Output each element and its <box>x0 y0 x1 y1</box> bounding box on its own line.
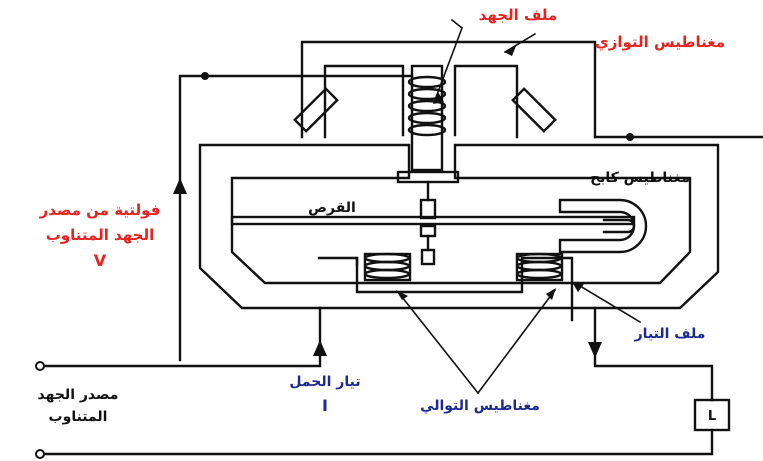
current-coil-label: ملف التيار <box>634 326 706 342</box>
arrowhead-series-left <box>396 290 408 300</box>
arrow-up-voltage <box>173 178 187 194</box>
current-symbol: I <box>322 396 328 415</box>
shunt-magnet-outer <box>300 40 597 139</box>
voltage-supply-wire <box>178 74 414 362</box>
load-label: L <box>708 409 716 424</box>
supply-voltage-label-line1: فولتية من مصدر <box>39 201 161 219</box>
spindle-block-upper <box>419 198 437 220</box>
shunt-magnet-inner <box>323 64 519 139</box>
arrowhead-current-coil <box>572 282 584 292</box>
junction-dot-1 <box>201 72 209 80</box>
ac-source-label-line1: مصدر الجهد <box>38 387 119 403</box>
lower-bearing <box>420 248 436 266</box>
arrow-down-current <box>588 342 602 358</box>
disc <box>230 215 636 226</box>
right-pole-piece <box>511 87 557 133</box>
brake-magnet <box>558 198 648 254</box>
series-magnet-core <box>317 256 574 322</box>
arrow-up-current <box>313 340 327 356</box>
current-coil-left <box>363 252 412 282</box>
arrowhead-coil <box>433 92 444 104</box>
series-magnet-label: مغناطيس التوالي <box>420 398 540 414</box>
shunt-center-pole <box>410 64 444 172</box>
brake-magnet-label: مغناطيس كابح <box>590 170 690 186</box>
outer-frame <box>198 143 720 310</box>
terminal-bottom <box>35 449 45 459</box>
arrowhead-shunt <box>504 46 516 56</box>
junction-dot-2 <box>626 133 634 141</box>
load-wire <box>593 306 714 402</box>
spindle-block-lower <box>419 224 437 238</box>
shunt-magnet-label: مغناطيس التوازي <box>595 33 725 52</box>
load-current-label: تيار الحمل <box>289 374 360 390</box>
ac-line-top <box>38 306 322 368</box>
voltage-coil-label: ملف الجهد <box>479 6 558 24</box>
supply-voltage-label-line2: الجهد المتناوب <box>46 226 154 244</box>
terminal-top <box>35 361 45 371</box>
current-coil-right <box>515 252 564 282</box>
ac-source-label-line2: المتناوب <box>49 409 108 425</box>
voltage-coil <box>407 75 447 137</box>
disc-label: القرص <box>308 200 356 216</box>
ac-line-bottom <box>38 428 714 456</box>
left-pole-piece <box>293 87 339 133</box>
voltage-symbol: V <box>94 251 107 270</box>
arrowhead-series-right <box>546 288 556 300</box>
